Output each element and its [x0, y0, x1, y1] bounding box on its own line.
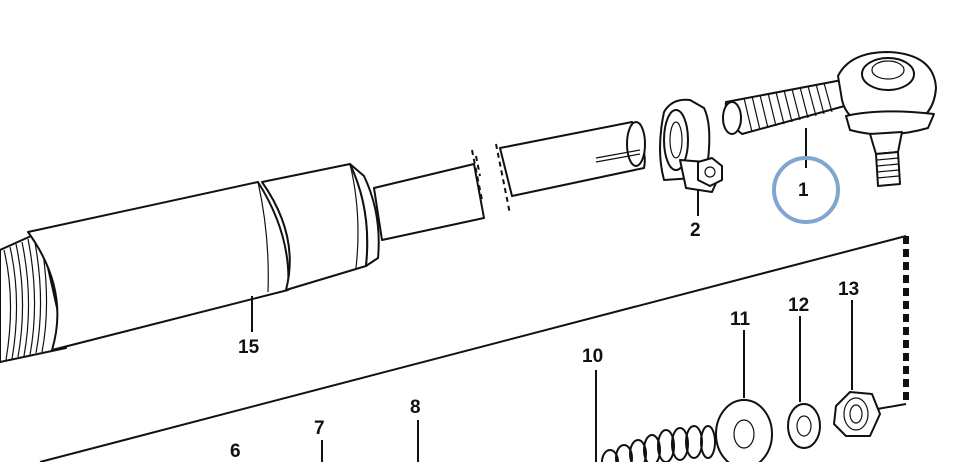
callout-13: 13 — [838, 279, 859, 300]
part-1-highlight-ring — [772, 156, 840, 224]
callout-10: 10 — [582, 346, 603, 367]
part-12-lock-washer[interactable] — [787, 403, 821, 449]
part-10-spring[interactable] — [601, 425, 716, 462]
part-15-rod — [373, 163, 485, 241]
callout-12: 12 — [788, 295, 809, 316]
callout-11: 11 — [730, 309, 751, 330]
callout-15: 15 — [238, 337, 260, 358]
callout-6: 6 — [230, 441, 241, 462]
part-15-tie-rod[interactable] — [0, 121, 646, 363]
part-15-collar — [349, 163, 380, 267]
part-2-clamp[interactable] — [659, 98, 723, 193]
part-11-washer[interactable] — [715, 399, 773, 462]
part-1-tie-rod-end[interactable] — [722, 51, 937, 187]
part-15-thread — [0, 231, 67, 363]
part-2-nut — [697, 157, 723, 187]
callout-8: 8 — [410, 397, 421, 418]
callout-7: 7 — [314, 418, 325, 439]
part-13-nut[interactable] — [833, 391, 881, 437]
callout-1: 1 — [798, 180, 809, 201]
callout-2: 2 — [690, 220, 701, 241]
part-15-outer-tube — [27, 181, 290, 351]
